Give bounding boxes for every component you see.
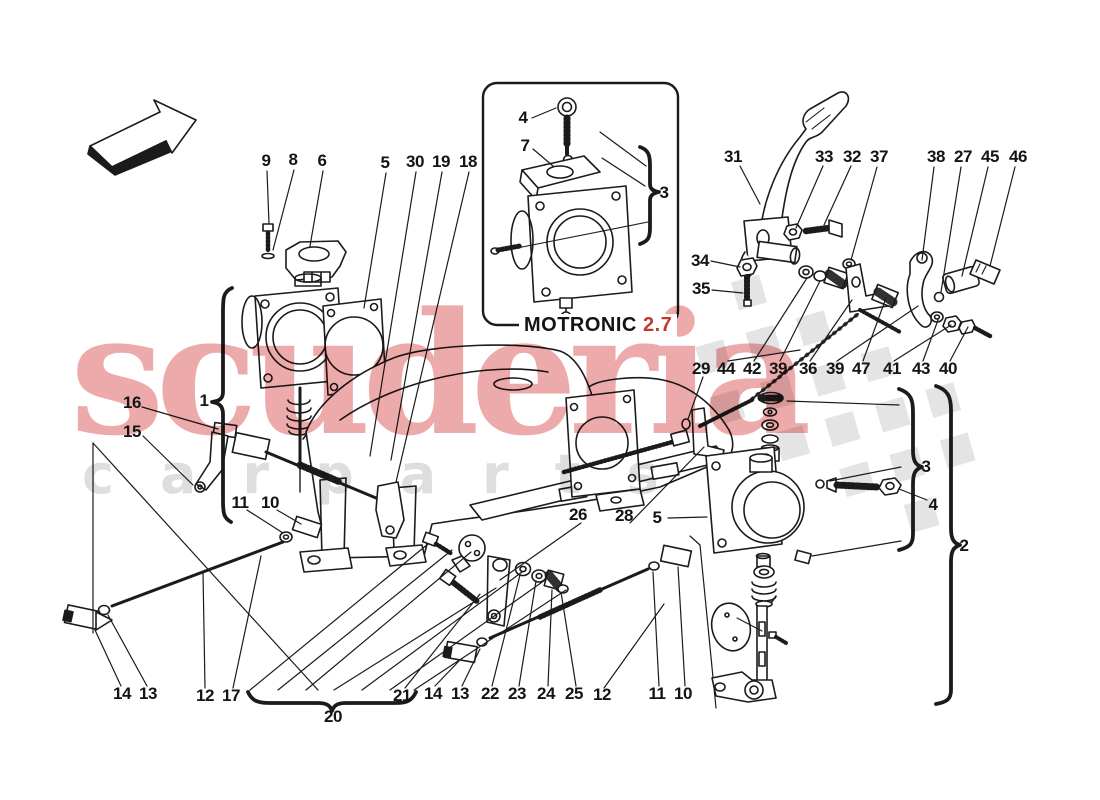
part-number-callout-36: 36 bbox=[799, 359, 817, 378]
part-number-callout-16: 16 bbox=[123, 393, 141, 412]
part-number-callout-7: 7 bbox=[520, 136, 530, 155]
motronic-label-name: MOTRONIC bbox=[524, 314, 637, 336]
part-number-callout-4-right: 4 bbox=[928, 495, 938, 514]
part-number-callout-38: 38 bbox=[927, 147, 945, 166]
part-number-callout-45: 45 bbox=[981, 147, 999, 166]
part-number-callout-5-right: 5 bbox=[652, 508, 662, 527]
part-number-callout-4-inset: 4 bbox=[518, 108, 528, 127]
part-number-callout-26: 26 bbox=[569, 505, 587, 524]
part-number-callout-13-mid: 13 bbox=[451, 684, 469, 703]
part-number-callout-12-left: 12 bbox=[196, 686, 214, 705]
part-number-callout-27: 27 bbox=[954, 147, 972, 166]
part-number-callout-39-1: 39 bbox=[769, 359, 787, 378]
part-number-callout-25: 25 bbox=[565, 684, 583, 703]
part-number-callout-23: 23 bbox=[508, 684, 526, 703]
part-number-callout-35: 35 bbox=[692, 279, 710, 298]
throttle-cable bbox=[561, 312, 860, 475]
part-number-callout-10-right: 10 bbox=[674, 684, 692, 703]
part-number-callout-31: 31 bbox=[724, 147, 742, 166]
part-number-callout-14-mid: 14 bbox=[424, 684, 442, 703]
part-number-callout-12-right: 12 bbox=[593, 685, 611, 704]
grouping-braces bbox=[210, 145, 962, 713]
part-number-callout-11-right: 11 bbox=[648, 684, 666, 703]
leader-lines bbox=[94, 107, 1016, 691]
part-number-callout-44: 44 bbox=[717, 359, 735, 378]
part-number-callout-6: 6 bbox=[317, 151, 327, 170]
part-number-callout-10-left: 10 bbox=[261, 493, 279, 512]
part-number-callout-3-inset: 3 bbox=[659, 183, 669, 202]
part-number-callout-8: 8 bbox=[288, 150, 298, 169]
part-number-callout-32: 32 bbox=[843, 147, 861, 166]
part-number-callout-33: 33 bbox=[815, 147, 833, 166]
part-number-callout-34: 34 bbox=[691, 251, 709, 270]
motronic-label-version: 2.7 bbox=[642, 314, 673, 336]
part-number-callout-43: 43 bbox=[912, 359, 930, 378]
part-number-callout-1: 1 bbox=[199, 391, 209, 410]
part-number-callout-41: 41 bbox=[883, 359, 901, 378]
part-number-callout-9: 9 bbox=[261, 151, 271, 170]
part-number-callout-39-2: 39 bbox=[826, 359, 844, 378]
part-number-callout-13-left: 13 bbox=[139, 684, 157, 703]
part-number-callout-14-left: 14 bbox=[113, 684, 131, 703]
part-number-callout-22: 22 bbox=[481, 684, 499, 703]
part-number-callout-30: 30 bbox=[406, 152, 424, 171]
part-number-callout-11-left: 11 bbox=[231, 493, 249, 512]
right-throttle-body bbox=[705, 391, 902, 703]
part-number-callout-19: 19 bbox=[432, 152, 450, 171]
part-number-callout-20: 20 bbox=[324, 707, 342, 726]
direction-arrow-icon bbox=[87, 99, 197, 176]
part-number-callout-17: 17 bbox=[222, 686, 240, 705]
part-number-callout-15: 15 bbox=[123, 422, 141, 441]
motronic-label: MOTRONIC 2.7 bbox=[519, 314, 678, 337]
part-number-callout-24: 24 bbox=[537, 684, 555, 703]
part-number-callout-46: 46 bbox=[1009, 147, 1027, 166]
motronic-inset-box bbox=[481, 81, 680, 327]
part-number-callout-29: 29 bbox=[692, 359, 710, 378]
part-number-callout-47: 47 bbox=[852, 359, 870, 378]
cross-shaft-linkage bbox=[62, 421, 717, 709]
part-number-callout-37: 37 bbox=[870, 147, 888, 166]
intake-manifold bbox=[299, 344, 734, 573]
part-number-callout-21: 21 bbox=[393, 686, 411, 705]
part-number-callout-40: 40 bbox=[939, 359, 957, 378]
part-number-callout-5-top: 5 bbox=[380, 153, 390, 172]
part-number-callout-28: 28 bbox=[615, 506, 633, 525]
part-number-callout-42: 42 bbox=[743, 359, 761, 378]
part-number-callout-18: 18 bbox=[459, 152, 477, 171]
part-number-callout-2: 2 bbox=[959, 536, 969, 555]
part-number-callout-3-right: 3 bbox=[921, 457, 931, 476]
accelerator-pedal-group bbox=[736, 91, 1001, 339]
